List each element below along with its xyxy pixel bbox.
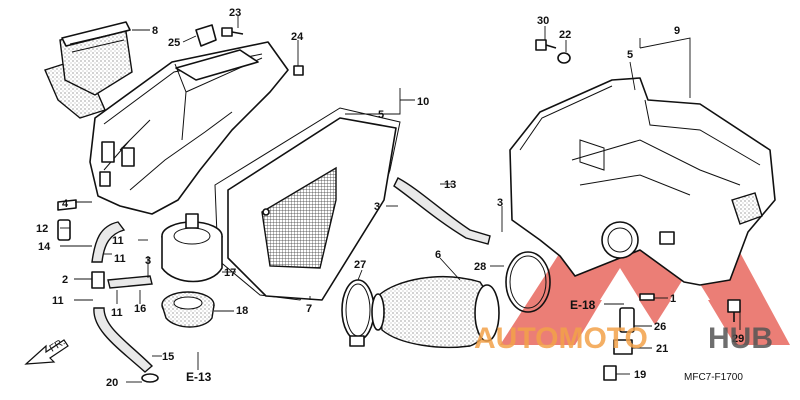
bolt-part-23 xyxy=(221,27,244,37)
label-part-5-right: 5 xyxy=(627,49,633,61)
watermark-text-right: HUB xyxy=(708,322,773,355)
label-part-11-a: 11 xyxy=(112,235,124,247)
label-part-27: 27 xyxy=(354,259,366,271)
label-part-11-c: 11 xyxy=(52,295,64,307)
drain-hose-part-14 xyxy=(91,221,126,263)
joint-part-2 xyxy=(91,271,105,289)
label-part-18: 18 xyxy=(236,305,248,317)
band-part-28 xyxy=(505,251,551,313)
label-part-10: 10 xyxy=(417,96,429,108)
label-part-3-b: 3 xyxy=(374,201,380,213)
breather-hose-part-15 xyxy=(93,307,159,383)
label-part-26: 26 xyxy=(654,321,666,333)
tube-part-26 xyxy=(619,307,635,333)
label-part-15: 15 xyxy=(162,351,174,363)
intake-duct-part-8 xyxy=(44,21,133,119)
stud-part-1 xyxy=(639,293,655,301)
label-part-12: 12 xyxy=(36,223,48,235)
label-part-28: 28 xyxy=(474,261,486,273)
label-part-11-d: 11 xyxy=(111,307,123,319)
watermark-text-left: AUTOMOTO xyxy=(474,322,648,355)
label-part-3-c: 3 xyxy=(497,197,503,209)
grommet-part-22 xyxy=(557,52,571,64)
ref-e13: E-13 xyxy=(186,370,212,384)
bolt-part-29 xyxy=(727,299,741,322)
label-part-9: 9 xyxy=(674,25,680,37)
label-part-29: 29 xyxy=(732,333,744,345)
band-part-27 xyxy=(341,279,375,347)
label-part-5-left: 5 xyxy=(378,109,384,121)
air-filter-element-part-7 xyxy=(227,117,397,301)
label-part-22: 22 xyxy=(559,29,571,41)
sleeve-part-18 xyxy=(161,291,215,328)
plug-part-19 xyxy=(603,365,617,381)
label-part-19: 19 xyxy=(634,369,646,381)
separator-part-17 xyxy=(161,213,223,283)
label-part-30: 30 xyxy=(537,15,549,27)
label-part-21: 21 xyxy=(656,343,668,355)
nut-part-24 xyxy=(293,65,304,76)
label-part-8: 8 xyxy=(152,25,158,37)
label-part-24: 24 xyxy=(291,31,304,43)
label-part-7: 7 xyxy=(306,303,312,315)
label-part-3-a: 3 xyxy=(145,255,151,267)
label-part-25: 25 xyxy=(168,37,180,49)
connecting-tube-part-6 xyxy=(371,276,500,349)
label-part-17: 17 xyxy=(224,267,236,279)
hose-part-16 xyxy=(107,275,153,289)
watermark: AUTOMOTO HUB xyxy=(474,322,773,355)
label-part-4: 4 xyxy=(62,198,69,210)
air-cleaner-case-right-part-9 xyxy=(509,77,776,286)
label-part-2: 2 xyxy=(62,274,68,286)
diagram-code: MFC7-F1700 xyxy=(684,372,743,383)
tube-part-13 xyxy=(393,177,491,245)
leader-lines xyxy=(60,16,741,383)
label-part-23: 23 xyxy=(229,7,241,19)
part-labels: 8 23 25 24 5 10 4 12 14 11 11 2 11 11 16… xyxy=(36,7,744,389)
air-cleaner-case-left xyxy=(89,41,289,215)
plug-part-12 xyxy=(57,219,71,241)
clip-part-25 xyxy=(195,24,217,47)
bolt-part-30 xyxy=(535,39,557,51)
label-part-16: 16 xyxy=(134,303,146,315)
label-part-1: 1 xyxy=(670,293,676,305)
clip-part-4 xyxy=(57,199,77,211)
label-part-11-b: 11 xyxy=(114,253,126,265)
label-part-6: 6 xyxy=(435,249,441,261)
label-part-20: 20 xyxy=(106,377,118,389)
label-part-13: 13 xyxy=(444,179,456,191)
label-part-14: 14 xyxy=(38,241,51,253)
front-arrow-icon xyxy=(24,339,69,365)
fitting-part-21 xyxy=(613,339,633,355)
ref-e18: E-18 xyxy=(570,298,596,312)
